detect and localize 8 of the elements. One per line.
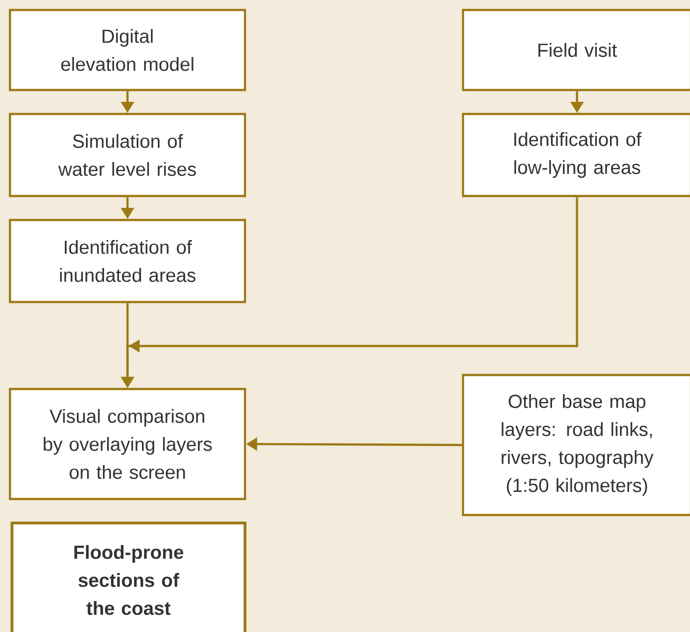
process-box: Simulation of water level rises [8,112,246,198]
process-box: Identification of low-lying areas [462,112,690,198]
process-box: Identification of inundated areas [8,218,246,304]
result-box: Flood-prone sections of the coast [10,522,246,632]
process-box: Digital elevation model [8,8,246,92]
process-box: Field visit [462,8,690,92]
process-box: Visual comparison by overlaying layers on the screen [8,388,246,500]
process-box: Other base map layers: road links, rivers, topography (1:50 kilometers) [462,374,690,516]
